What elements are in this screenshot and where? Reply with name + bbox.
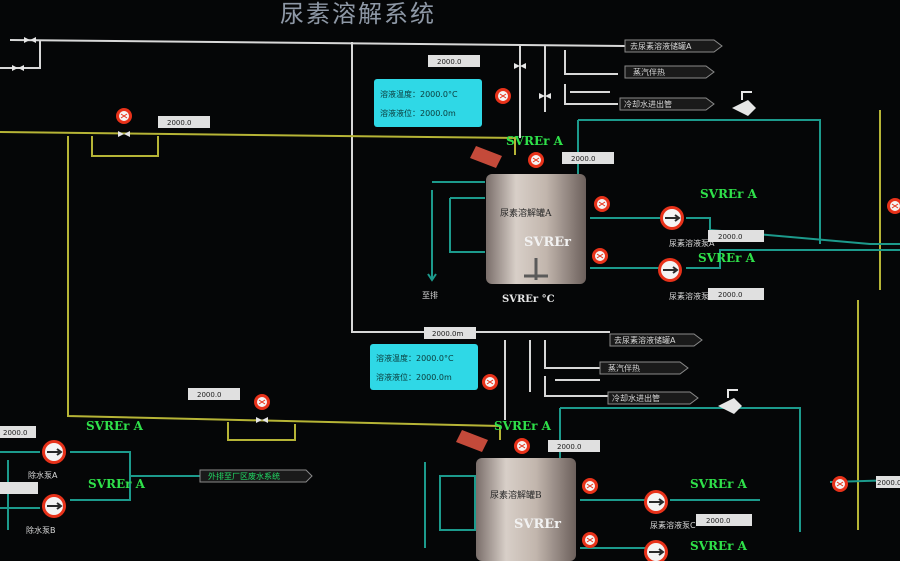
feed-valve-icon-1[interactable] [115, 107, 133, 125]
right-box: 2000.0 [877, 479, 900, 487]
tank2-body[interactable] [476, 458, 576, 561]
tank1-pump1-box: 2000.0 [718, 233, 743, 241]
tank1-temp-box: 2000.0 [571, 155, 596, 163]
right-valve-icon-1[interactable] [886, 197, 900, 215]
tank2-info-level: 溶液液位：2000.0m [376, 372, 452, 382]
tank1-pump2-label: 尿素溶液泵B [669, 291, 715, 301]
tank1-pump2-icon[interactable] [657, 257, 683, 283]
tank1-pump1-label: 尿素溶液泵A [669, 238, 715, 248]
tank2-info-panel [370, 344, 478, 390]
left-current-2: SVREr A [88, 477, 146, 491]
feed-left-box: 2000.0 [197, 391, 222, 399]
tank1-temp: SVREr °C [502, 294, 555, 305]
agitator-icon [524, 258, 548, 280]
tank2-pump2-icon[interactable] [643, 539, 669, 561]
tank2-current: SVREr A [494, 419, 552, 433]
left-current-1: SVREr A [86, 419, 144, 433]
drain-arrow-icon [427, 268, 437, 282]
tank1-level-box: 2000.0m [432, 330, 463, 338]
dest-label-2: 蒸汽伴热 [633, 67, 665, 77]
page-title: 尿素溶解系统 [280, 0, 436, 28]
tank2-pump2-valve-icon[interactable] [581, 531, 599, 549]
left-pump2-icon[interactable] [41, 493, 67, 519]
feed-valve-icon-2[interactable] [253, 393, 271, 411]
dest-label-1: 去尿素溶液储罐A [630, 41, 692, 51]
left-pump1-icon[interactable] [41, 439, 67, 465]
left-pump1-label: 除水泵A [28, 470, 58, 480]
main-white-pipe [9, 39, 626, 47]
right-valve-icon-2[interactable] [831, 475, 849, 493]
tank1-temp-control-icon[interactable] [527, 151, 545, 169]
tank1-info-panel [374, 79, 482, 127]
tank2-value: SVREr [514, 517, 561, 532]
tank1-inlet-valve-icon[interactable] [494, 87, 512, 105]
tank1-body[interactable] [486, 174, 586, 284]
tank2-dest-label-2: 蒸汽伴热 [608, 363, 640, 373]
left-pump2-label: 除水泵B [26, 525, 56, 535]
tank2-dest-label-3: 冷却水进出管 [612, 393, 660, 403]
tank2-dest-labels: 去尿素溶液储罐A 蒸汽伴热 冷却水进出管 [599, 333, 703, 405]
heater-icon [470, 146, 502, 168]
feed-mid-box: 2000.0 [167, 119, 192, 127]
white-pipe-tank1-bypass [351, 42, 610, 333]
yellow-main-pipe [0, 131, 516, 155]
tank2-info-temp: 溶液温度：2000.0°C [376, 353, 454, 363]
tank2-pump1-icon[interactable] [643, 489, 669, 515]
tank1-pump1-valve-icon[interactable] [593, 195, 611, 213]
tank2-pump1-label: 尿素溶液泵C [650, 520, 696, 530]
tank2-temp-box: 2000.0 [557, 443, 582, 451]
tank1-pump1-icon[interactable] [659, 205, 685, 231]
tank1-dest-labels: 去尿素溶液储罐A 蒸汽伴热 冷却水进出管 [619, 39, 723, 111]
tank2-name: 尿素溶解罐B [490, 489, 542, 501]
tank1-info-level: 溶液液位：2000.0m [380, 108, 456, 118]
feed-top-box: 2000.0 [437, 58, 462, 66]
tank2-pump1-current: SVREr A [690, 477, 748, 491]
tank1-current: SVREr A [506, 134, 564, 148]
tank2-pump2-current: SVREr A [690, 539, 748, 553]
tank1-pump2-valve-icon[interactable] [591, 247, 609, 265]
exhaust-valve-icon[interactable] [732, 91, 756, 116]
tank2-dest-label-1: 去尿素溶液储罐A [614, 335, 676, 345]
tank1-info-temp: 溶液温度：2000.0°C [380, 89, 458, 99]
tank2-pump1-box: 2000.0 [706, 517, 731, 525]
tank1-pump1-current: SVREr A [700, 187, 758, 201]
tank2-inlet-valve-icon[interactable] [481, 373, 499, 391]
tank2-temp-control-icon[interactable] [513, 437, 531, 455]
dest-label-3: 冷却水进出管 [624, 99, 672, 109]
tank2-pump1-valve-icon[interactable] [581, 477, 599, 495]
yellow-vertical-pipe [67, 136, 501, 440]
tank1-drain-label: 至排 [422, 290, 438, 300]
tank1-value: SVREr [524, 235, 571, 250]
tank1-name: 尿素溶解罐A [500, 207, 552, 219]
heater-icon-2 [456, 430, 488, 452]
tank1-pump2-box: 2000.0 [718, 291, 743, 299]
left-dest-label: 外排至厂区废水系统 [208, 471, 280, 481]
feed-left-box2: 2000.0 [3, 429, 28, 437]
tank1-pump2-current: SVREr A [698, 251, 756, 265]
exhaust-valve-icon-2[interactable] [718, 389, 742, 414]
